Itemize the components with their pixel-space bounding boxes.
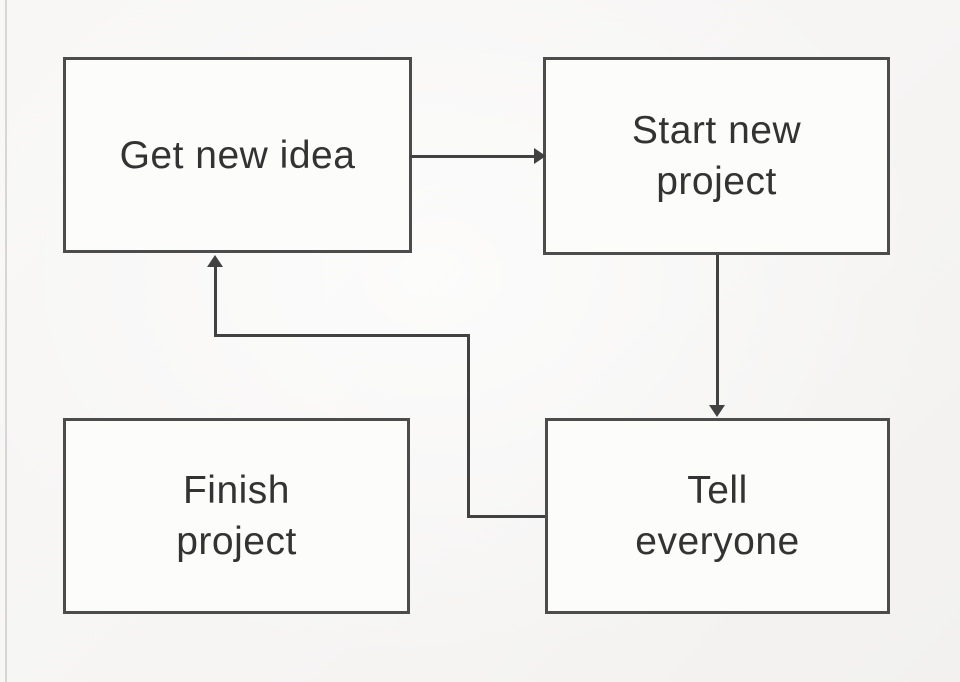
node-finish-project-label-line2: project (176, 520, 297, 563)
node-get-new-idea: Get new idea (63, 57, 412, 253)
edge-tell-to-get-segment-2 (467, 334, 470, 518)
edge-get-to-start-line (410, 155, 536, 158)
node-finish-project: Finish project (63, 418, 410, 614)
node-tell-everyone: Tell everyone (545, 418, 890, 614)
node-get-new-idea-label: Get new idea (119, 133, 356, 177)
node-start-new-project: Start new project (543, 57, 890, 255)
node-tell-everyone-label-line1: Tell (687, 469, 748, 512)
edge-tell-to-get-segment-1 (467, 515, 545, 518)
node-tell-everyone-label-line2: everyone (635, 520, 800, 563)
node-finish-project-label-line1: Finish (182, 469, 291, 512)
edge-get-to-start-arrowhead-icon (534, 148, 546, 164)
edge-start-to-tell-arrowhead-icon (709, 405, 725, 417)
node-start-new-project-label-line1: Start new (631, 109, 802, 152)
edge-start-to-tell-line (716, 255, 719, 406)
edge-tell-to-get-segment-4 (214, 266, 217, 337)
node-start-new-project-label-line2: project (656, 160, 777, 203)
edge-tell-to-get-segment-3 (214, 334, 470, 337)
scan-artifact-line (5, 0, 7, 682)
edge-tell-to-get-arrowhead-icon (207, 255, 223, 267)
